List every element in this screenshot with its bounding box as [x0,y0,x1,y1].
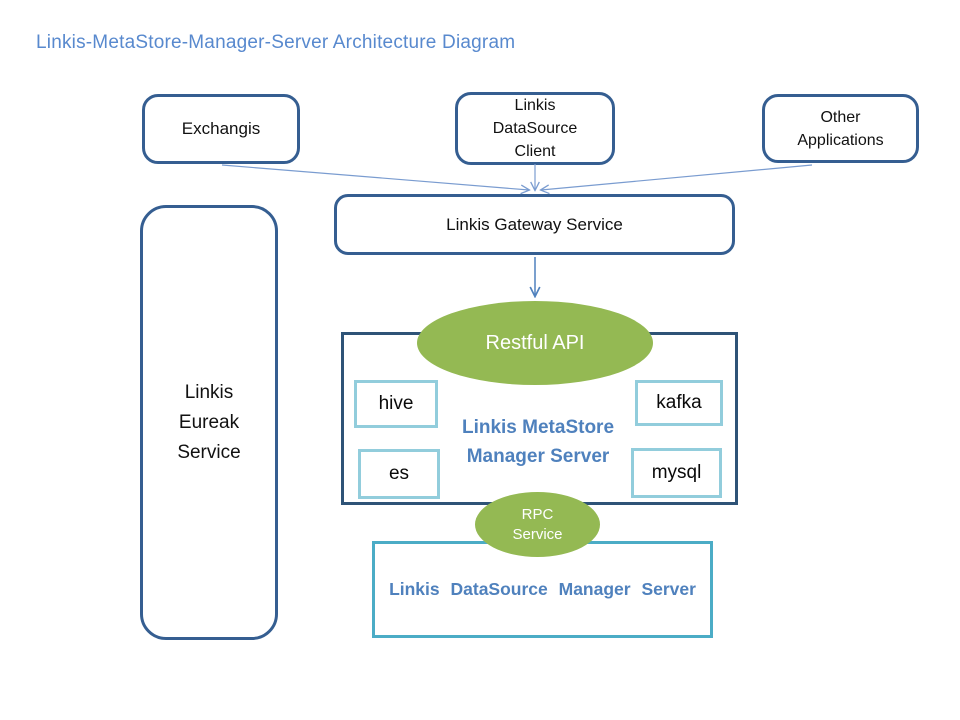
component-mysql-label: mysql [651,462,702,483]
edge-other-to-gateway [541,164,813,190]
node-linkis-datasource-client: Linkis DataSource Client [455,92,615,165]
component-hive: hive [354,380,438,428]
component-kafka-label: kafka [656,392,702,413]
component-mysql: mysql [631,448,722,498]
diagram-title: Linkis-MetaStore-Manager-Server Architec… [36,32,516,53]
node-exchangis: Exchangis [142,94,300,164]
node-rpc-service: RPC Service [475,492,600,557]
component-kafka: kafka [635,380,723,426]
node-rpc-service-label: RPC Service [512,505,563,543]
node-linkis-datasource-client-label: Linkis DataSource Client [492,97,578,160]
node-linkis-gateway-service: Linkis Gateway Service [334,194,735,255]
node-other-applications-label: Other Applications [797,108,884,149]
component-es-label: es [388,463,410,484]
node-linkis-eureka-service: Linkis Eureak Service [140,205,278,640]
node-linkis-gateway-service-label: Linkis Gateway Service [446,214,623,234]
node-restful-api: Restful API [417,301,653,385]
component-hive-label: hive [378,393,414,414]
node-linkis-metastore-manager-server-label: Linkis MetaStore Manager Server [461,417,615,467]
node-exchangis-label: Exchangis [181,119,261,138]
component-es: es [358,449,440,499]
node-other-applications: Other Applications [762,94,919,163]
node-restful-api-label: Restful API [485,331,585,354]
node-linkis-eureka-service-label: Linkis Eureak Service [177,381,241,463]
node-linkis-datasource-manager-server-label: Linkis DataSource Manager Server [389,579,696,599]
edge-exchangis-to-gateway [221,164,529,190]
